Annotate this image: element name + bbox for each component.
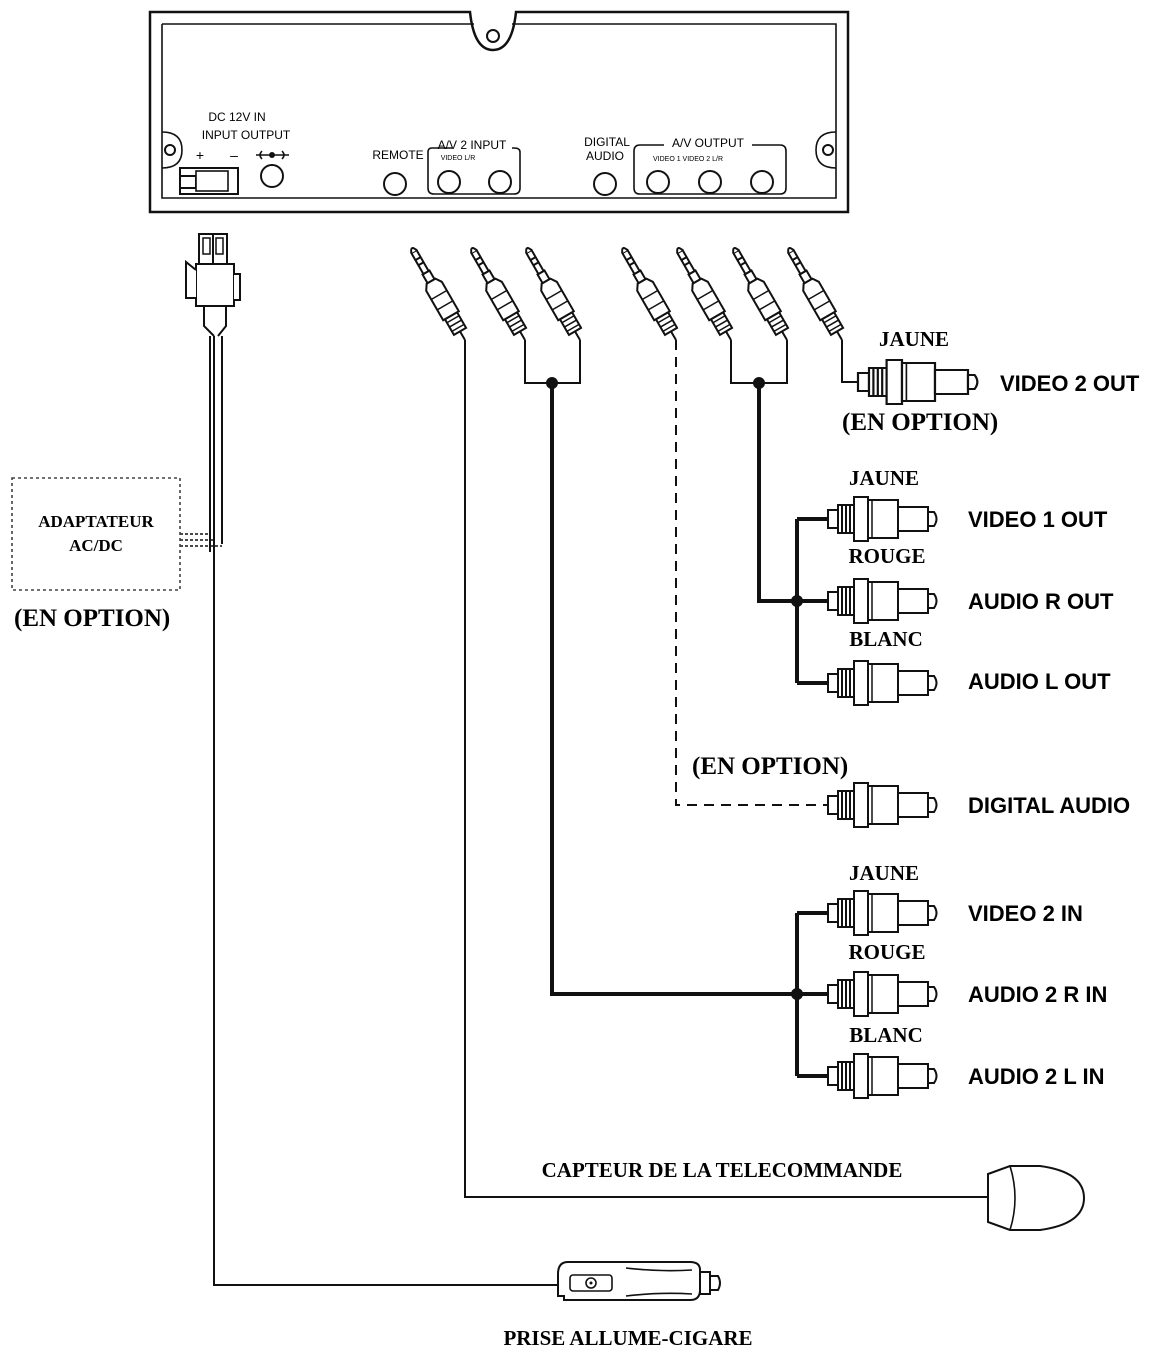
audio-l-out-color: BLANC [849,627,923,651]
av2-audio-socket[interactable] [488,170,512,194]
video2-out-cable [841,340,858,383]
dc-in-label: DC 12V IN [208,110,265,124]
audio-r-out-label: AUDIO R OUT [968,589,1114,614]
rca-digital-audio [827,782,938,828]
audio2-l-in-color: BLANC [849,1023,923,1047]
av-output-sub-label: VIDEO 1 VIDEO 2 L/R [653,156,723,163]
device-back-panel: DC 12V IN INPUT OUTPUT + – REMOTE A/V 2 … [148,10,850,214]
adapter-wire [180,533,222,547]
mount-hole-icon [164,144,176,156]
adapter-box [11,477,181,591]
jack-video2-out [780,242,851,346]
video2-out-color: JAUNE [879,327,949,351]
video2-out-label: VIDEO 2 OUT [1000,371,1140,396]
jack-av2-audio [518,242,589,346]
jack-video1-out [669,242,740,346]
audio-r-out-color: ROUGE [848,544,925,568]
adapter-line1: ADAPTATEUR [38,512,154,531]
jack-av2-video [463,242,534,346]
audio2-r-in-color: ROUGE [848,940,925,964]
audio2-l-in-label: AUDIO 2 L IN [968,1064,1105,1089]
av2-input-bracket [427,147,521,195]
adapter-option-label: (EN OPTION) [14,605,170,632]
video2-in-label: VIDEO 2 IN [968,901,1083,926]
digital-audio-label: DIGITAL AUDIO [968,793,1130,818]
remote-cable [464,340,988,1198]
remote-label: REMOTE [372,148,423,162]
rca-audio-l-out [827,660,938,706]
rca-video2-out [856,358,979,406]
av2-video-socket[interactable] [437,170,461,194]
av2-input-label: A/V 2 INPUT [438,138,507,152]
power-wire [209,336,558,1286]
audio2-r-in-label: AUDIO 2 R IN [968,982,1107,1007]
remote-sensor [987,1165,1086,1231]
dc-polarity-icon [256,150,289,160]
audio-lr-out-socket[interactable] [750,170,774,194]
video2-out-socket[interactable] [698,170,722,194]
input-output-label: INPUT OUTPUT [202,128,291,142]
av-output-cable [757,383,797,603]
video2-out-option: (EN OPTION) [842,409,998,436]
video1-out-socket[interactable] [646,170,670,194]
remote-socket[interactable] [383,172,407,196]
video1-out-color: JAUNE [849,466,919,490]
rca-audio2-l-in [827,1053,938,1099]
mount-hole-icon [822,144,834,156]
av2-input-cable [550,383,797,996]
digital-label: DIGITAL [584,135,630,149]
cigarette-lighter-label: PRISE ALLUME-CIGARE [503,1326,752,1350]
remote-sensor-label: CAPTEUR DE LA TELECOMMANDE [542,1158,903,1182]
rca-audio2-r-in [827,971,938,1017]
digital-audio-cable [675,340,828,806]
power-connector [185,233,241,337]
dc-output-socket[interactable] [260,164,284,188]
plus-label: + [196,147,204,163]
digital-option: (EN OPTION) [692,753,848,780]
digital-audio-socket[interactable] [593,172,617,196]
av2-input-sub-label: VIDEO L/R [441,155,476,162]
jack-digital-audio [614,242,685,346]
av-output-label: A/V OUTPUT [672,136,745,150]
rca-video2-in [827,890,938,936]
audio-l-out-label: AUDIO L OUT [968,669,1111,694]
video1-out-label: VIDEO 1 OUT [968,507,1108,532]
jack-remote [403,242,474,346]
minus-label: – [230,147,238,163]
dc-in-socket[interactable] [179,167,239,195]
audio-label: AUDIO [586,149,624,163]
cigarette-lighter-plug [557,1261,721,1301]
adapter-line2: AC/DC [69,536,123,555]
rca-video1-out [827,496,938,542]
jack-audio-out [725,242,796,346]
video2-in-color: JAUNE [849,861,919,885]
rca-audio-r-out [827,578,938,624]
mount-hole-icon [486,29,500,43]
